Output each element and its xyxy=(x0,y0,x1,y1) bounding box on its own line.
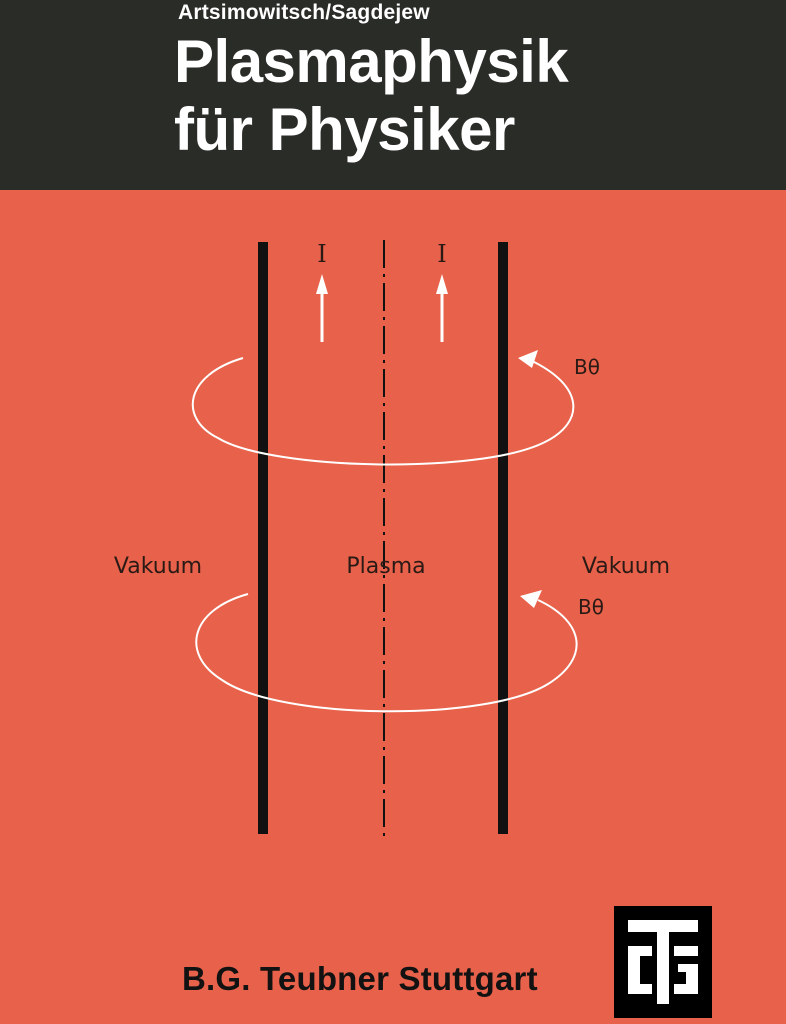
title-line-1: Plasmaphysik xyxy=(174,28,569,95)
plasma-diagram: I I Bθ Bθ Vakuum Plasma Vakuum xyxy=(114,240,670,840)
teubner-logo-graphic xyxy=(628,920,698,1004)
region-right-label: Vakuum xyxy=(582,554,670,579)
left-wall xyxy=(258,242,268,834)
book-title: Plasmaphysik für Physiker xyxy=(174,28,569,164)
current-label-left: I xyxy=(317,240,326,268)
publisher-name: B.G. Teubner Stuttgart xyxy=(182,960,538,997)
right-wall xyxy=(498,242,508,834)
region-left-label: Vakuum xyxy=(114,554,202,579)
field-label-bottom: Bθ xyxy=(578,595,604,619)
authors: Artsimowitsch/Sagdejew xyxy=(178,1,430,24)
current-label-right: I xyxy=(437,240,446,268)
curved-arrow-icon xyxy=(195,590,578,713)
teubner-logo-icon xyxy=(614,906,712,1018)
region-center-label: Plasma xyxy=(346,554,425,579)
title-line-2: für Physiker xyxy=(174,96,515,163)
up-arrow-icon xyxy=(436,274,448,342)
field-label-top: Bθ xyxy=(574,355,600,379)
cover-header: Artsimowitsch/Sagdejew Plasmaphysik für … xyxy=(0,0,786,190)
curved-arrow-icon xyxy=(191,350,575,466)
up-arrow-icon xyxy=(316,274,328,342)
